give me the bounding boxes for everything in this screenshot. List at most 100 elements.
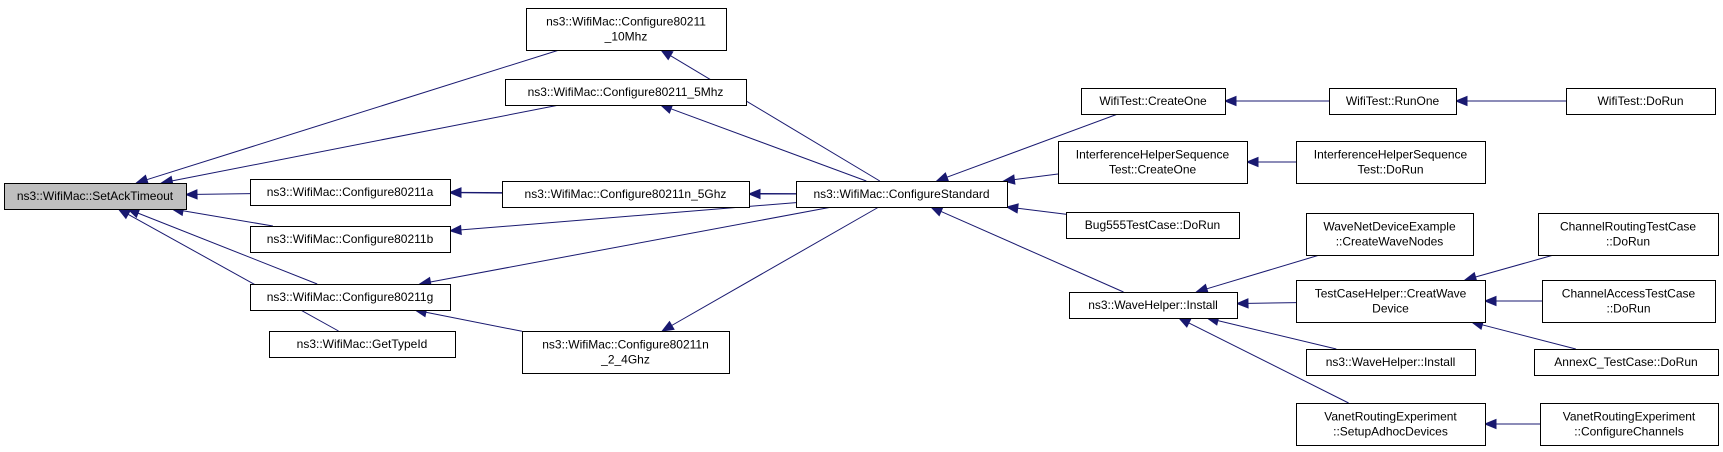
node-label: ns3::WifiMac::ConfigureStandard: [813, 187, 989, 201]
node-setack[interactable]: ns3::WifiMac::SetAckTimeout: [4, 183, 187, 210]
node-label: ns3::WaveHelper::Install: [1088, 298, 1218, 312]
node-box: [1066, 212, 1240, 239]
node-box: [269, 331, 456, 358]
node-label: InterferenceHelperSequence: [1076, 148, 1230, 162]
edge-gettypeid-to-setack: [127, 213, 339, 332]
node-label: VanetRoutingExperiment: [1563, 410, 1696, 424]
node-label: Device: [1372, 302, 1409, 316]
edge-cfgstd-to-cfg5: [670, 108, 867, 182]
node-box: [4, 183, 187, 210]
arrowhead-cfgstd: [929, 206, 944, 217]
node-box: [1306, 349, 1476, 376]
edge-bug555-to-cfgstd: [1017, 207, 1067, 215]
node-label: ::ConfigureChannels: [1574, 425, 1683, 439]
node-annexc[interactable]: AnnexC_TestCase::DoRun: [1534, 349, 1719, 376]
edge-cfgb-to-setack: [182, 210, 273, 227]
arrowhead-cfgstd: [1005, 203, 1019, 214]
edge-cfgstd-to-cfgn24: [671, 206, 880, 326]
edge-cfgn24-to-cfgg: [425, 311, 523, 332]
node-wavehelper[interactable]: ns3::WaveHelper::Install: [1069, 292, 1238, 319]
node-box: [1566, 88, 1716, 115]
node-label: ChannelAccessTestCase: [1562, 287, 1696, 301]
node-cfga[interactable]: ns3::WifiMac::Configure80211a: [250, 179, 451, 206]
node-box: [522, 331, 730, 374]
node-gettypeid[interactable]: ns3::WifiMac::GetTypeId: [269, 331, 456, 358]
node-box: [1296, 141, 1486, 184]
node-chroute[interactable]: ChannelRoutingTestCase::DoRun: [1538, 213, 1719, 256]
node-label: Test::DoRun: [1357, 163, 1423, 177]
node-wavehelper2[interactable]: ns3::WaveHelper::Install: [1306, 349, 1476, 376]
node-box: [1329, 88, 1457, 115]
node-label: AnnexC_TestCase::DoRun: [1554, 355, 1697, 369]
node-vanetsetup[interactable]: VanetRoutingExperiment::SetupAdhocDevice…: [1296, 403, 1486, 446]
node-chaccess[interactable]: ChannelAccessTestCase::DoRun: [1542, 280, 1716, 323]
node-box: [1058, 141, 1248, 184]
edge-cfgg-to-setack: [137, 212, 318, 285]
node-cfgn24[interactable]: ns3::WifiMac::Configure80211n_2_4Ghz: [522, 331, 730, 374]
node-wtdorun[interactable]: WifiTest::DoRun: [1566, 88, 1716, 115]
node-label: ::DoRun: [1606, 235, 1650, 249]
node-cfg5[interactable]: ns3::WifiMac::Configure80211_5Mhz: [505, 79, 747, 106]
node-label: ::CreateWaveNodes: [1336, 235, 1444, 249]
node-box: [1296, 403, 1486, 446]
arrowhead-wavehelper: [1235, 298, 1249, 309]
edge-chroute-to-tchelper: [1475, 254, 1554, 278]
node-label: ns3::WifiMac::Configure80211_5Mhz: [528, 85, 724, 99]
arrowhead-cfgb: [448, 224, 462, 236]
node-ihcreate[interactable]: InterferenceHelperSequenceTest::CreateOn…: [1058, 141, 1248, 184]
node-label: ::DoRun: [1606, 302, 1650, 316]
arrowhead-vanetsetup: [1483, 418, 1497, 430]
node-bug555[interactable]: Bug555TestCase::DoRun: [1066, 212, 1240, 239]
edge-wavehelper2-to-wavehelper: [1217, 320, 1337, 350]
node-label: ::SetupAdhocDevices: [1333, 425, 1448, 439]
edge-wtcreate-to-cfgstd: [946, 113, 1118, 178]
node-wtrun[interactable]: WifiTest::RunOne: [1329, 88, 1457, 115]
node-box: [1542, 280, 1716, 323]
arrowhead-ihcreate: [1245, 156, 1259, 168]
node-box: [1540, 403, 1719, 446]
arrowhead-tchelper: [1483, 295, 1497, 307]
arrowhead-wtrun: [1454, 95, 1468, 107]
node-box: [1534, 349, 1719, 376]
node-box: [505, 79, 747, 106]
node-label: ns3::WifiMac::Configure80211n: [542, 338, 709, 352]
nodes-layer: ns3::WifiMac::SetAckTimeoutns3::WifiMac:…: [4, 8, 1719, 446]
node-label: ns3::WifiMac::Configure80211a: [267, 185, 434, 199]
node-cfg10[interactable]: ns3::WifiMac::Configure80211_10Mhz: [526, 8, 727, 51]
node-wavenet[interactable]: WaveNetDeviceExample::CreateWaveNodes: [1306, 213, 1474, 256]
node-label: ns3::WaveHelper::Install: [1326, 355, 1456, 369]
node-label: WifiTest::DoRun: [1597, 94, 1683, 108]
edge-wavenet-to-wavehelper: [1206, 254, 1320, 290]
arrowhead-cfgstd: [1002, 174, 1016, 185]
node-box: [250, 226, 451, 253]
arrowhead-cfga: [448, 187, 462, 198]
node-vanetcfg[interactable]: VanetRoutingExperiment::ConfigureChannel…: [1540, 403, 1719, 446]
edge-cfg10-to-setack: [146, 49, 560, 181]
node-cfgg[interactable]: ns3::WifiMac::Configure80211g: [250, 284, 451, 311]
node-label: ns3::WifiMac::Configure80211g: [267, 290, 434, 304]
edge-cfga-to-setack: [196, 193, 251, 195]
edge-vanetsetup-to-wavehelper: [1188, 322, 1349, 404]
node-cfgn5[interactable]: ns3::WifiMac::Configure80211n_5Ghz: [502, 181, 750, 208]
node-box: [1081, 88, 1226, 115]
node-wtcreate[interactable]: WifiTest::CreateOne: [1081, 88, 1226, 115]
edge-annexc-to-tchelper: [1482, 324, 1576, 350]
node-label: ns3::WifiMac::Configure80211: [546, 15, 706, 29]
node-cfgstd[interactable]: ns3::WifiMac::ConfigureStandard: [796, 181, 1008, 208]
node-label: ns3::WifiMac::SetAckTimeout: [17, 189, 174, 203]
node-label: Test::CreateOne: [1109, 163, 1197, 177]
node-label: ns3::WifiMac::Configure80211n_5Ghz: [525, 187, 727, 201]
arrowhead-cfgstd: [935, 172, 950, 182]
node-label: _10Mhz: [604, 30, 648, 44]
node-label: WifiTest::RunOne: [1346, 94, 1440, 108]
node-box: [250, 284, 451, 311]
node-box: [1296, 280, 1486, 323]
node-label: WifiTest::CreateOne: [1099, 94, 1207, 108]
edge-ihcreate-to-cfgstd: [1014, 173, 1059, 181]
node-cfgb[interactable]: ns3::WifiMac::Configure80211b: [250, 226, 451, 253]
edge-wavehelper-to-cfgstd: [940, 210, 1124, 293]
arrowhead-wtcreate: [1223, 95, 1237, 107]
node-box: [502, 181, 750, 208]
